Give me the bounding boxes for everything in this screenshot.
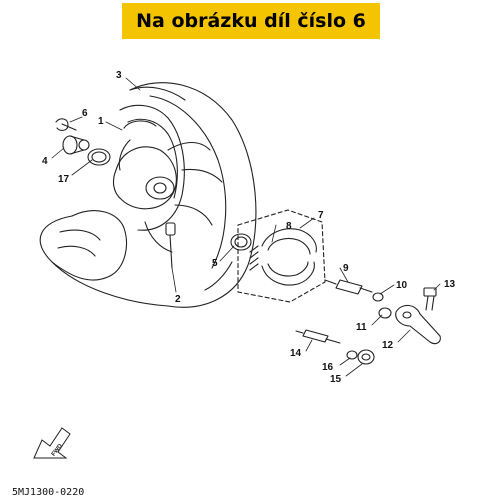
callout-5: 5 bbox=[212, 258, 218, 269]
clip-part-6 bbox=[55, 118, 77, 131]
leader-lines bbox=[51, 77, 441, 377]
diagram-code: 5MJ1300-0220 bbox=[12, 487, 85, 498]
callout-12: 12 bbox=[382, 340, 394, 351]
callout-1: 1 bbox=[98, 116, 104, 127]
callout-16: 16 bbox=[322, 362, 334, 373]
wheel-rim bbox=[112, 104, 223, 253]
callout-15: 15 bbox=[330, 374, 342, 385]
brake-lever-part-12 bbox=[395, 304, 441, 345]
callout-13: 13 bbox=[444, 279, 456, 290]
tire bbox=[39, 82, 257, 308]
callout-2: 2 bbox=[175, 294, 181, 305]
callout-9: 9 bbox=[343, 263, 349, 274]
tire-valve bbox=[165, 222, 176, 269]
callout-8: 8 bbox=[286, 221, 292, 232]
collar-part-4 bbox=[62, 135, 90, 155]
callout-17: 17 bbox=[58, 174, 70, 185]
oil-seal-part-17 bbox=[87, 148, 111, 166]
part-number-banner: Na obrázku díl číslo 6 bbox=[122, 3, 380, 39]
callout-4: 4 bbox=[42, 156, 48, 167]
callout-11: 11 bbox=[356, 322, 367, 333]
callout-10: 10 bbox=[396, 280, 408, 291]
brake-kit-outline bbox=[237, 209, 326, 303]
callout-14: 14 bbox=[290, 348, 302, 359]
callout-7: 7 bbox=[318, 210, 324, 221]
shaft-part-14 bbox=[295, 329, 341, 344]
brake-shoes-part-8 bbox=[249, 228, 317, 286]
banner-title: Na obrázku díl číslo 6 bbox=[136, 10, 366, 32]
oil-seal-part-5 bbox=[230, 233, 252, 251]
fwd-arrow-icon: FWD bbox=[33, 427, 71, 459]
camshaft-part-9 bbox=[324, 279, 373, 295]
bolt-part-13 bbox=[423, 287, 437, 311]
nut-part-15 bbox=[357, 349, 375, 365]
washer-part-10 bbox=[372, 292, 384, 302]
washer-part-16 bbox=[346, 350, 358, 360]
callout-3: 3 bbox=[116, 70, 122, 81]
callout-6: 6 bbox=[82, 108, 88, 119]
washer-part-11 bbox=[378, 307, 392, 319]
